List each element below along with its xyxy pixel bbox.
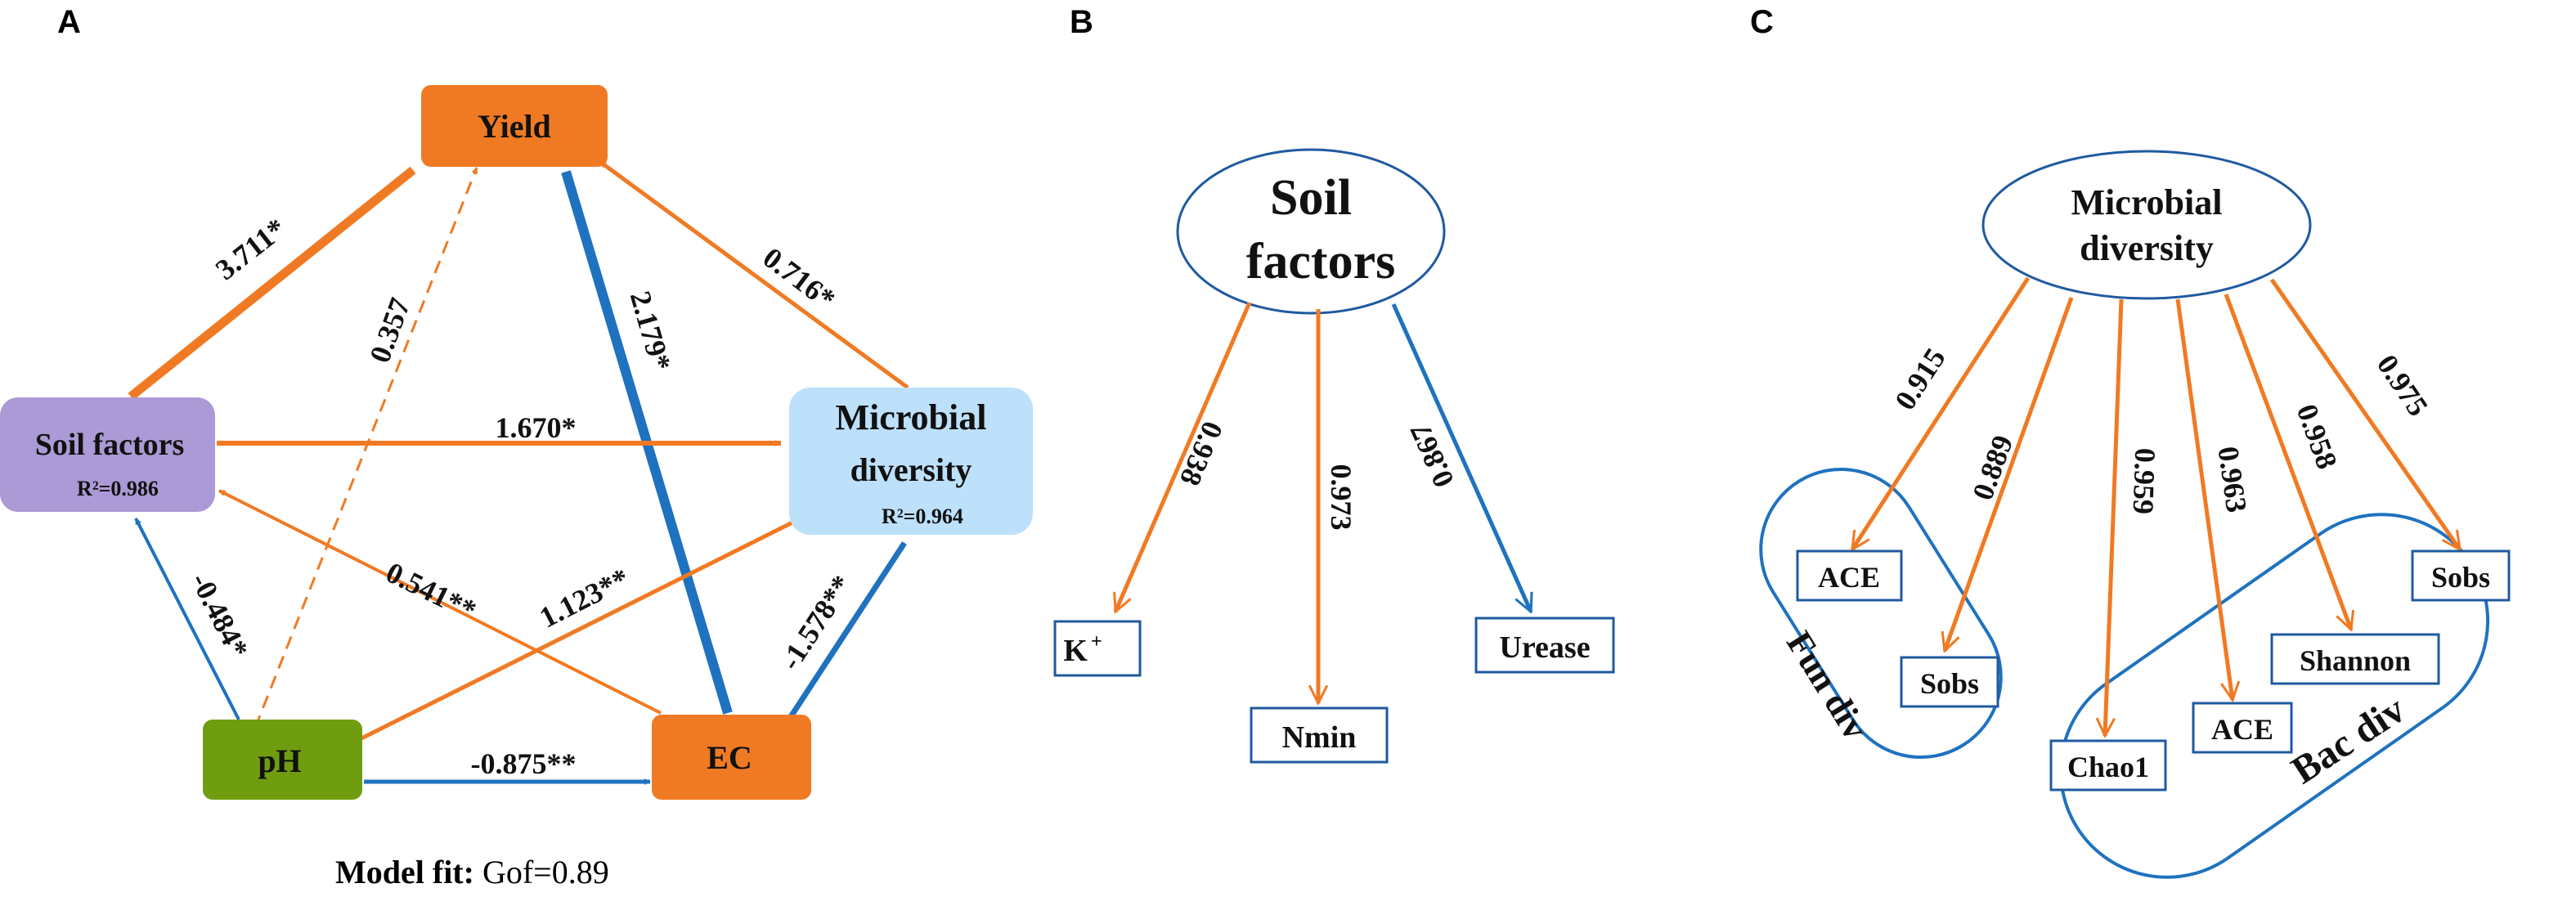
loading-micro-to-fun-sobs bbox=[1945, 297, 2074, 651]
indicator-nmin-box bbox=[1250, 706, 1389, 764]
indicator-bac-shannon-box bbox=[2270, 633, 2440, 685]
indicator-bac-ace-box bbox=[2192, 702, 2293, 754]
latent-soil-factors bbox=[1176, 148, 1446, 315]
model-fit-value: Gof=0.89 bbox=[482, 854, 609, 890]
coef-ph-yield: 0.357 bbox=[363, 294, 416, 367]
model-fit-label: Model fit: bbox=[335, 854, 474, 890]
panel-label-a: A bbox=[57, 4, 81, 40]
indicator-bac-ace-label: ACE bbox=[2211, 713, 2273, 746]
coef-ec-soil: 0.541** bbox=[381, 556, 482, 627]
path-soil-to-yield bbox=[128, 166, 416, 401]
indicator-nmin-label: Nmin bbox=[1282, 720, 1357, 755]
latent-microbial-diversity bbox=[1981, 150, 2312, 300]
indicator-fun-sobs-label: Sobs bbox=[1920, 667, 1979, 700]
loading-micro-to-bac-ace bbox=[2175, 298, 2233, 700]
node-soil-r2: R²=0.986 bbox=[77, 477, 159, 500]
loading-k-value: 0.938 bbox=[1174, 417, 1229, 491]
node-ph-box bbox=[203, 720, 362, 800]
coef-ph-micro: 1.123** bbox=[534, 562, 634, 635]
indicator-bac-shannon-label: Shannon bbox=[2300, 644, 2411, 677]
loading-micro-to-bac-shannon bbox=[2224, 294, 2351, 630]
latent-microbial-line1: Microbial bbox=[2071, 182, 2223, 222]
loading-bac-sobs-value: 0.975 bbox=[2371, 349, 2435, 423]
path-ec-to-soil bbox=[218, 489, 662, 715]
loading-bac-ace-value: 0.963 bbox=[2211, 444, 2253, 514]
path-micro-to-yield bbox=[599, 159, 909, 390]
indicator-fun-sobs-box bbox=[1900, 656, 1999, 708]
loading-nmin-value: 0.973 bbox=[1325, 464, 1358, 531]
group-fun-div-outline bbox=[1759, 467, 2003, 760]
node-microbial-line1: Microbial bbox=[836, 397, 987, 437]
node-microbial-line2: diversity bbox=[850, 451, 972, 488]
coef-ph-soil: -0.484* bbox=[185, 567, 255, 663]
panel-label-b: B bbox=[1070, 4, 1093, 40]
indicator-k-text: K bbox=[1063, 634, 1088, 668]
coef-ph-ec: -0.875** bbox=[471, 747, 577, 780]
model-fit-line: Model fit:Gof=0.89 bbox=[335, 854, 609, 890]
loading-soil-to-k bbox=[1115, 302, 1252, 612]
loading-bac-chao1-value: 0.959 bbox=[2127, 447, 2162, 514]
indicator-k-superscript: + bbox=[1091, 631, 1102, 653]
coef-ec-yield: 2.179* bbox=[624, 288, 678, 374]
node-ec-box bbox=[652, 715, 811, 800]
loading-bac-shannon-value: 0.958 bbox=[2291, 400, 2344, 473]
indicator-fun-ace-box bbox=[1796, 549, 1903, 602]
panel-label-c: C bbox=[1750, 4, 1774, 40]
coef-ec-micro: -1.578** bbox=[774, 569, 859, 675]
indicator-urease-box bbox=[1474, 617, 1615, 674]
panel-a-path-diagram: Yield Soil factors R²=0.986 Microbial di… bbox=[0, 85, 1033, 890]
coef-soil-micro: 1.670* bbox=[496, 411, 577, 444]
indicator-fun-ace-label: ACE bbox=[1818, 561, 1880, 594]
latent-microbial-line2: diversity bbox=[2080, 228, 2214, 268]
indicator-urease-label: Urease bbox=[1499, 630, 1590, 665]
node-microbial-diversity-box bbox=[789, 388, 1033, 535]
indicator-bac-sobs-label: Sobs bbox=[2431, 561, 2490, 594]
loading-soil-to-urease bbox=[1391, 303, 1531, 612]
node-ec-label: EC bbox=[707, 739, 752, 776]
node-soil-factors-box bbox=[0, 397, 215, 512]
path-ph-to-yield bbox=[254, 167, 478, 729]
group-bac-div-label: Bac div bbox=[2284, 688, 2412, 792]
path-ec-to-micro bbox=[788, 541, 907, 720]
coef-micro-yield: 0.716* bbox=[757, 241, 841, 316]
indicator-bac-chao1-label: Chao1 bbox=[2067, 751, 2149, 783]
loading-micro-to-bac-sobs bbox=[2269, 278, 2462, 549]
node-soil-factors-label: Soil factors bbox=[35, 428, 185, 462]
node-ph-label: pH bbox=[258, 742, 301, 779]
panel-b-measurement-model: Soil factors 0.938 0.973 0.867 K+ Nmin U… bbox=[1053, 148, 1615, 764]
group-fun-div-label: Fun div bbox=[1779, 625, 1876, 747]
node-microbial-r2: R²=0.964 bbox=[882, 505, 963, 528]
latent-soil-line2: factors bbox=[1246, 234, 1395, 289]
path-ph-to-soil bbox=[134, 518, 240, 720]
node-yield-box bbox=[421, 85, 608, 167]
loading-micro-to-fun-ace bbox=[1850, 276, 2031, 549]
loading-urease-value: 0.867 bbox=[1403, 419, 1460, 492]
indicator-bac-sobs-box bbox=[2411, 549, 2511, 602]
indicator-k-box bbox=[1053, 620, 1142, 677]
loading-fun-ace-value: 0.915 bbox=[1888, 343, 1952, 416]
latent-soil-line1: Soil bbox=[1270, 170, 1352, 226]
path-ph-to-micro bbox=[358, 518, 799, 742]
indicator-k-label: K+ bbox=[1063, 631, 1102, 668]
loading-micro-to-bac-chao1 bbox=[2105, 298, 2124, 736]
indicator-bac-chao1-box bbox=[2049, 739, 2167, 792]
node-yield-label: Yield bbox=[478, 108, 551, 145]
panel-c-measurement-model: Microbial diversity 0.915 0.889 0.959 0.… bbox=[1759, 150, 2511, 879]
